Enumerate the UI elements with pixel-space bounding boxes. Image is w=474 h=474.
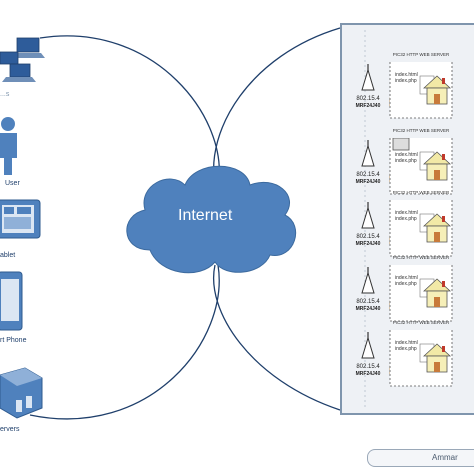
web-server-title: PIC32 HTTP WEB SERVER [392,320,450,325]
right-connection-arc-lower [213,264,341,411]
house-icon [419,75,452,105]
antenna-icon [361,267,375,294]
smart-phone-icon [0,271,23,331]
memory-icon [392,138,410,151]
file-index-html: index.html [395,340,418,346]
web-server-graphics [361,265,453,322]
right-connection-arc [213,27,341,186]
radio-standard: 802.15.4 [356,299,380,305]
web-server-title: PIC32 HTTP WEB SERVER [392,255,450,260]
left-connection-arc-lower [29,264,220,420]
web-server-title: PIC32 HTTP WEB SERVER [392,190,450,195]
left-connection-arc [39,35,220,186]
antenna-icon [361,332,375,359]
laptops-icon [0,37,45,82]
web-server-graphics [361,330,453,387]
file-index-php: index.php [395,78,417,84]
smart-phone-label: rt Phone [0,337,27,344]
author-label: Ammar [432,453,458,462]
file-index-html: index.html [395,275,418,281]
servers-label: ervers [0,426,20,433]
file-index-php: index.php [395,281,417,287]
web-server-title: PIC32 HTTP WEB SERVER [392,52,450,57]
house-icon [419,213,452,243]
web-server-title: PIC32 HTTP WEB SERVER [392,128,450,133]
laptops-label: ...s [0,91,10,98]
web-server-graphics [361,138,453,195]
internet-label: Internet [178,207,233,224]
radio-module-name: MRF24J40 [355,371,381,377]
antenna-icon [361,202,375,229]
servers-icon [0,367,43,419]
tablet-label: ablet [0,252,16,259]
radio-standard: 802.15.4 [356,172,380,178]
house-icon [419,151,452,181]
house-icon [419,343,452,373]
radio-module-name: MRF24J40 [355,179,381,185]
radio-standard: 802.15.4 [356,96,380,102]
tablet-icon [0,199,41,239]
radio-module-name: MRF24J40 [355,241,381,247]
file-index-php: index.php [395,158,417,164]
author-tab: Ammar [367,449,474,467]
radio-module-name: MRF24J40 [355,103,381,109]
radio-standard: 802.15.4 [356,364,380,370]
user-icon [0,117,17,175]
file-index-html: index.html [395,210,418,216]
house-icon [419,278,452,308]
internet-cloud-icon [126,165,297,274]
file-index-html: index.html [395,72,418,78]
antenna-icon [361,64,375,91]
web-server-graphics [361,200,453,257]
file-index-php: index.php [395,216,417,222]
file-index-html: index.html [395,152,418,158]
antenna-icon [361,140,375,167]
web-server-graphics [361,62,453,119]
radio-module-name: MRF24J40 [355,306,381,312]
user-label: User [5,180,20,187]
file-index-php: index.php [395,346,417,352]
radio-standard: 802.15.4 [356,234,380,240]
